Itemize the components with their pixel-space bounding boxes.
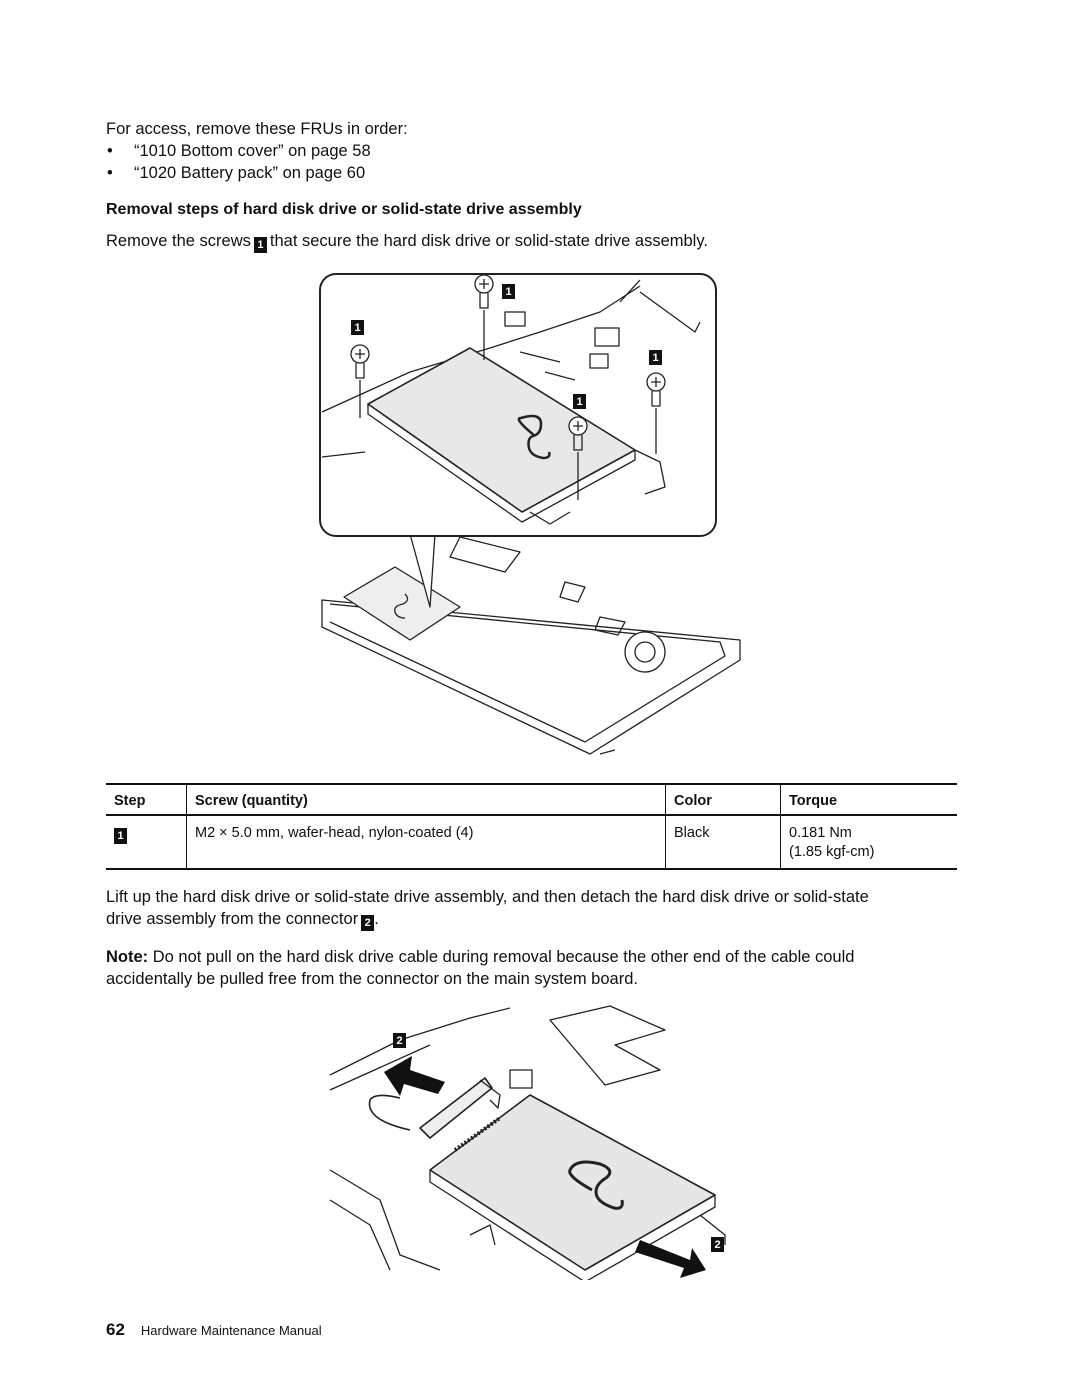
step2-period: . <box>374 910 379 928</box>
cell-torque: 0.181 Nm (1.85 kgf-cm) <box>780 815 957 870</box>
fru-item: “1010 Bottom cover” on page 58 <box>106 140 371 162</box>
section-heading: Removal steps of hard disk drive or soli… <box>106 201 582 218</box>
figure-detach-drive: 2 2 <box>329 1005 726 1280</box>
fru-list: “1010 Bottom cover” on page 58 “1020 Bat… <box>106 140 371 184</box>
screw-icon <box>474 274 494 309</box>
step1-before: Remove the screws <box>106 232 251 250</box>
hdd <box>429 1094 716 1271</box>
callout-badge: 1 <box>114 828 127 844</box>
callout-1: 1 <box>505 286 511 298</box>
step2-text: Lift up the hard disk drive or solid-sta… <box>106 886 966 931</box>
callout-1: 1 <box>354 322 360 334</box>
page-number: 62 <box>106 1320 125 1339</box>
screw-icon <box>568 416 588 451</box>
screw-icon <box>646 372 666 407</box>
arrow-icon <box>635 1240 706 1278</box>
intro-line: For access, remove these FRUs in order: <box>106 120 408 138</box>
callout-badge: 1 <box>253 237 267 253</box>
hdd-cable <box>368 1094 411 1131</box>
step2-line1: Lift up the hard disk drive or solid-sta… <box>106 888 869 906</box>
note-text: accidentally be pulled free from the con… <box>106 970 638 988</box>
board-panel <box>549 1005 666 1086</box>
callout-1: 1 <box>576 396 582 408</box>
step2-line2-text: drive assembly from the connector <box>106 910 359 928</box>
note: Note: Do not pull on the hard disk drive… <box>106 946 966 990</box>
callout-1: 1 <box>652 352 658 364</box>
arrow-icon <box>384 1056 445 1096</box>
fru-item: “1020 Battery pack” on page 60 <box>106 162 371 184</box>
col-torque: Torque <box>780 783 957 816</box>
torque-kgf: (1.85 kgf-cm) <box>789 844 875 860</box>
callout-badge: 2 <box>361 915 375 931</box>
table-header-row: Step Screw (quantity) Color Torque <box>106 783 957 816</box>
note-text: Do not pull on the hard disk drive cable… <box>148 948 855 966</box>
hdd-small <box>343 566 461 641</box>
step1-after: that secure the hard disk drive or solid… <box>269 232 708 250</box>
screw-spec-table: Step Screw (quantity) Color Torque 1 M2 … <box>106 783 957 870</box>
figure-remove-screws: 1 1 1 1 <box>319 273 741 755</box>
col-screw: Screw (quantity) <box>186 783 666 816</box>
cell-screw: M2 × 5.0 mm, wafer-head, nylon-coated (4… <box>186 815 666 870</box>
cell-color: Black <box>665 815 781 870</box>
screw-icon <box>350 344 370 379</box>
table-row: 1 M2 × 5.0 mm, wafer-head, nylon-coated … <box>106 815 957 870</box>
note-label: Note: <box>106 948 149 966</box>
page-footer: 62 Hardware Maintenance Manual <box>106 1320 322 1340</box>
callout-2: 2 <box>714 1239 720 1251</box>
fan <box>624 631 666 673</box>
hdd-connector <box>419 1077 493 1139</box>
col-color: Color <box>665 783 781 816</box>
cell-step: 1 <box>106 815 187 870</box>
torque-nm: 0.181 Nm <box>789 825 852 841</box>
callout-2: 2 <box>396 1035 402 1047</box>
manual-title: Hardware Maintenance Manual <box>140 1323 322 1338</box>
col-step: Step <box>106 783 187 816</box>
